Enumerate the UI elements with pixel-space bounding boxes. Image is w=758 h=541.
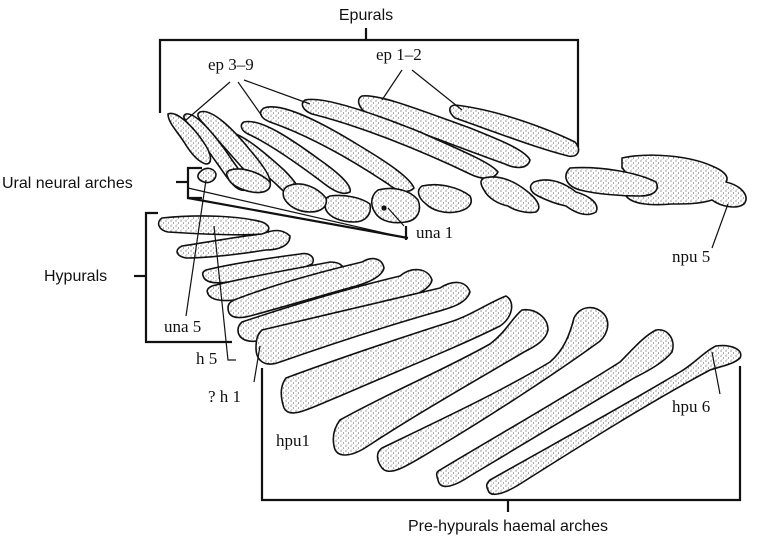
- label-ep-1-2: ep 1–2: [376, 45, 422, 64]
- neural-arch: [565, 166, 658, 197]
- element-labels: ep 3–9 ep 1–2 una 1 npu 5 una 5 h 5 ? h …: [164, 45, 710, 450]
- neural-arch: [225, 168, 272, 194]
- leader-h-5: [213, 225, 236, 361]
- leader-ep-3-9-a: [185, 81, 231, 121]
- neural-arch: [324, 194, 372, 223]
- haemal-arch: [435, 329, 674, 488]
- hypurals-group: Hypurals: [44, 211, 232, 344]
- ural-arch-bracket-line: [187, 187, 407, 239]
- haemal-arch: [255, 281, 471, 365]
- leader-ep-3-9-b: [237, 81, 263, 117]
- ural-neural-arches-label: Ural neural arches: [2, 175, 133, 192]
- neural-arch: [417, 183, 472, 214]
- label-npu-5: npu 5: [672, 247, 710, 266]
- epural-bones: [167, 95, 580, 200]
- hypural-bones: [157, 215, 433, 343]
- leader-una-1: [387, 207, 405, 227]
- leader-npu-5: [711, 203, 729, 249]
- neural-arch: [282, 183, 328, 213]
- ural-neural-arches-group: Ural neural arches: [2, 166, 409, 240]
- haemal-arch: [332, 308, 549, 456]
- neural-arch: [480, 176, 540, 214]
- hypural-bone: [176, 229, 291, 259]
- leader-hpu-6: [711, 351, 721, 395]
- leader-ep-1-2-a: [381, 69, 403, 101]
- label-ep-3-9: ep 3–9: [208, 55, 254, 74]
- neural-arch: [529, 179, 598, 216]
- ural-neural-arches-underline: [187, 196, 409, 240]
- label-hpu1: hpu1: [276, 431, 310, 450]
- label-una-5: una 5: [164, 317, 201, 336]
- epural-bone: [448, 104, 580, 158]
- haemal-arch-bones: [255, 281, 742, 496]
- hypural-bone: [157, 215, 270, 236]
- epural-bone: [167, 112, 212, 165]
- leader-lines: [185, 69, 729, 395]
- pre-hypurals-group: Pre-hypurals haemal arches: [260, 366, 742, 535]
- epurals-bracket: [158, 38, 580, 148]
- hypurals-bracket: [144, 211, 232, 344]
- epurals-label: Epurals: [339, 7, 393, 24]
- leader-h-1: [253, 345, 261, 383]
- pre-hypurals-label: Pre-hypurals haemal arches: [408, 518, 608, 535]
- ural-neural-arch-small: [197, 167, 217, 184]
- leader-ep-3-9-c: [243, 79, 311, 105]
- epurals-group: Epurals: [158, 7, 580, 148]
- label-hpu-6: hpu 6: [672, 397, 710, 416]
- haemal-arch: [280, 295, 513, 414]
- hypural-bone: [227, 257, 385, 319]
- neural-arch-series: [197, 154, 747, 224]
- pre-hypurals-bracket: [260, 366, 742, 502]
- foramen-dot: [381, 205, 387, 211]
- haemal-arch: [485, 344, 742, 496]
- neural-arch: [370, 187, 421, 224]
- leader-ep-1-2-b: [411, 69, 463, 111]
- haemal-arch: [376, 306, 609, 473]
- leader-una-5: [185, 179, 207, 317]
- epural-bone: [240, 120, 351, 195]
- hypurals-label: Hypurals: [44, 268, 107, 285]
- label-h-1: ? h 1: [208, 387, 241, 406]
- label-una-1: una 1: [416, 223, 453, 242]
- label-h-5: h 5: [196, 349, 217, 368]
